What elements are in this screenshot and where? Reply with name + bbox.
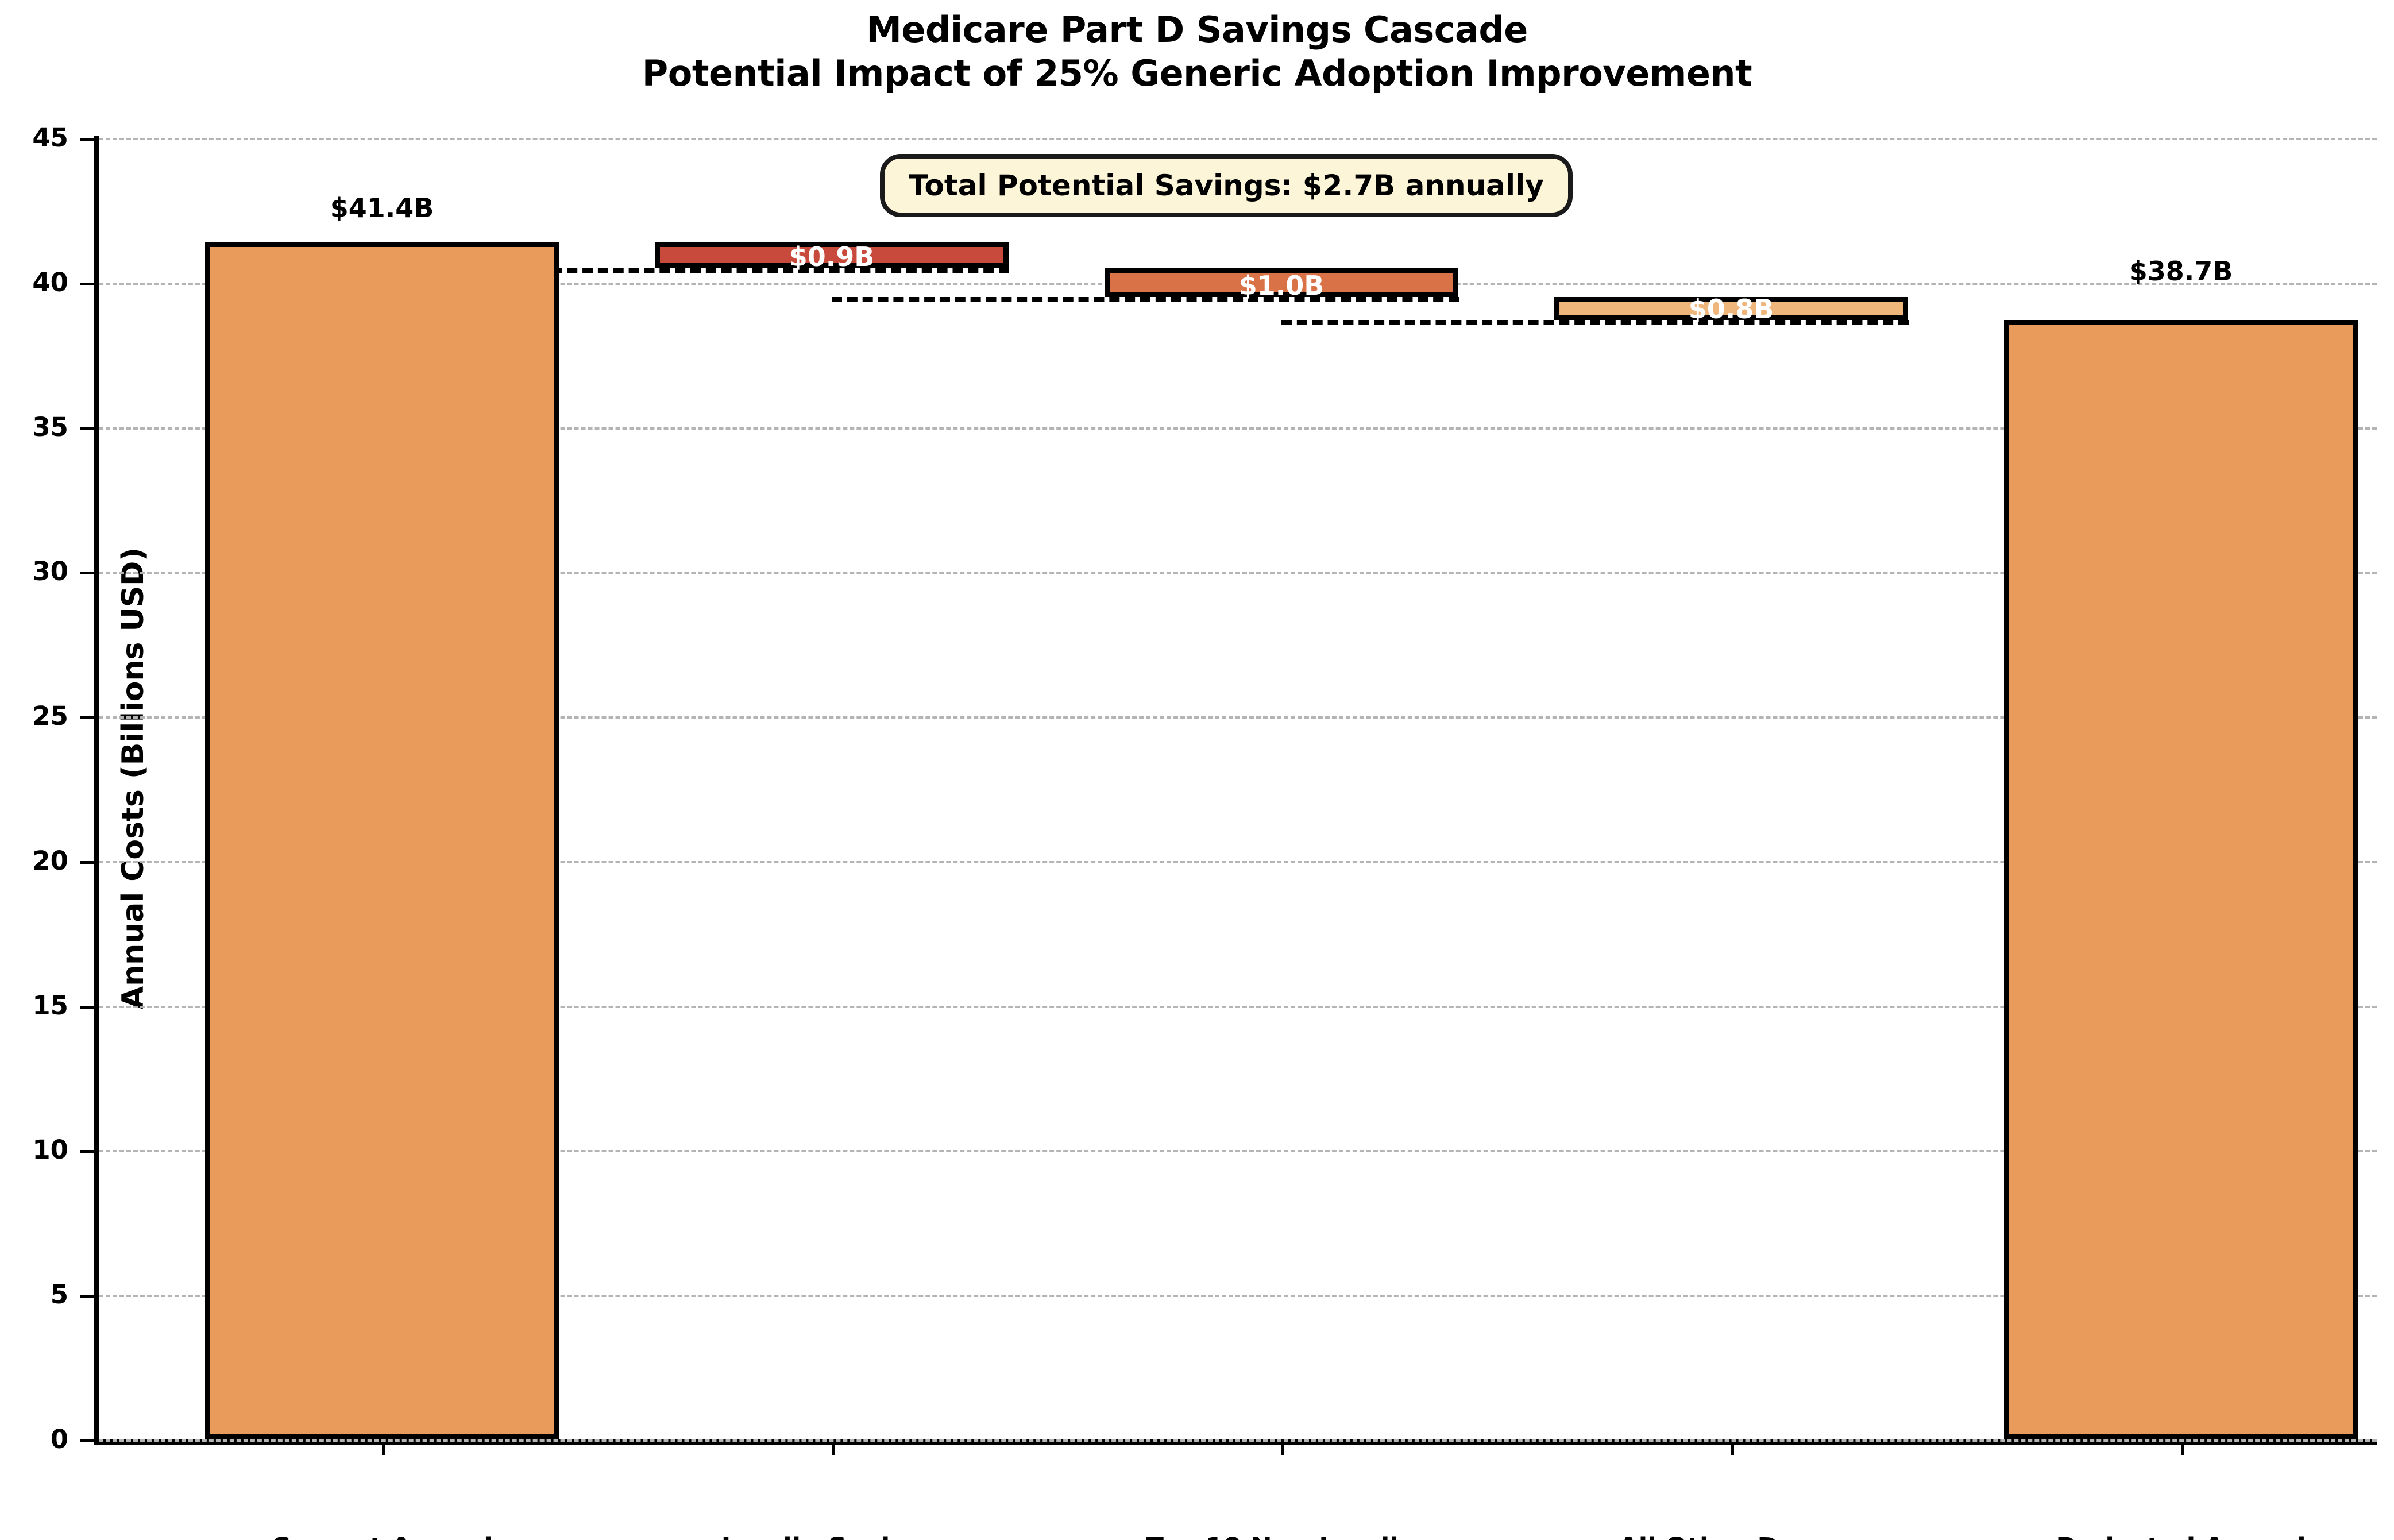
bar-label-insulin-savings: $0.9B [789,241,875,272]
gridline-5 [99,1295,2377,1298]
x-tick-label-2: Top 10 Non-Insulin (25% improvement) [1080,1465,1482,1540]
bar-all-other-drugs[interactable] [1554,297,1908,321]
y-tick-mark-15 [80,1005,94,1009]
x-axis-spine [94,1439,2377,1445]
x-tick-label-1: Insulin Savings (25% improvement) [631,1465,1033,1540]
x-tick-label-2-line1: Top 10 Non-Insulin [1080,1531,1482,1540]
total-savings-annotation: Total Potential Savings: $2.7B annually [880,154,1573,217]
y-tick-label-20: 20 [32,845,68,876]
y-tick-label-30: 30 [32,556,68,587]
y-tick-mark-20 [80,860,94,864]
gridline-45 [99,138,2377,140]
y-tick-label-0: 0 [50,1424,68,1454]
gridline-15 [99,1005,2377,1008]
x-tick-label-4-line1: Projected Annual [1980,1531,2382,1540]
bar-label-current-annual-drug-costs: $41.4B [330,192,434,223]
y-tick-mark-10 [80,1150,94,1153]
y-tick-label-10: 10 [32,1134,68,1165]
y-axis-spine [94,136,99,1442]
y-tick-mark-35 [80,427,94,430]
x-tick-label-3: All Other Drugs (25% improvement) [1530,1465,1932,1540]
x-tick-label-0-line1: Current Annual [181,1531,583,1540]
y-tick-mark-40 [80,282,94,285]
y-tick-label-45: 45 [32,122,68,153]
connector-3 [1281,320,1909,326]
gridline-20 [99,860,2377,863]
gridline-30 [99,572,2377,574]
y-tick-label-5: 5 [50,1279,68,1310]
gridline-0 [99,1439,2377,1442]
bar-current-annual-drug-costs[interactable] [205,242,559,1439]
x-tick-mark-0 [382,1445,385,1455]
plot-area: Annual Costs (Billions USD) 45 40 35 30 … [32,122,2377,1540]
bar-projected-annual-costs[interactable] [2004,320,2358,1439]
x-tick-label-3-line1: All Other Drugs [1530,1531,1932,1540]
connector-1 [382,268,1009,273]
bar-label-projected-annual-costs: $38.7B [2129,256,2233,287]
x-tick-mark-3 [1731,1445,1734,1455]
page-title: Medicare Part D Savings Cascade [866,9,1528,51]
chart-subtitle: Potential Impact of 25% Generic Adoption… [642,52,1752,94]
x-tick-mark-4 [2181,1445,2184,1455]
y-tick-mark-5 [80,1295,94,1298]
x-tick-label-0: Current Annual Drug Costs [181,1465,583,1540]
y-axis-title: Annual Costs (Billions USD) [116,547,150,1010]
y-tick-label-40: 40 [32,267,68,298]
y-tick-label-35: 35 [32,411,68,442]
chart-title-block: Medicare Part D Savings Cascade Potentia… [0,8,2394,95]
y-tick-mark-30 [80,572,94,575]
bar-insulin-savings[interactable] [655,242,1009,268]
x-tick-mark-2 [1281,1445,1284,1455]
x-tick-label-4: Projected Annual Costs [1980,1465,2382,1540]
bar-top-10-non-insulin[interactable] [1105,268,1458,297]
bar-label-top-10-non-insulin: $1.0B [1238,270,1325,301]
y-tick-mark-45 [80,138,94,141]
y-tick-label-15: 15 [32,990,68,1021]
bar-label-all-other-drugs: $0.8B [1688,294,1774,325]
y-tick-mark-0 [80,1439,94,1442]
y-tick-label-25: 25 [32,701,68,732]
gridline-35 [99,427,2377,430]
x-tick-label-1-line1: Insulin Savings [631,1531,1033,1540]
gridline-25 [99,716,2377,719]
x-tick-mark-1 [832,1445,835,1455]
gridline-10 [99,1150,2377,1153]
connector-2 [832,297,1459,302]
y-tick-mark-25 [80,716,94,720]
